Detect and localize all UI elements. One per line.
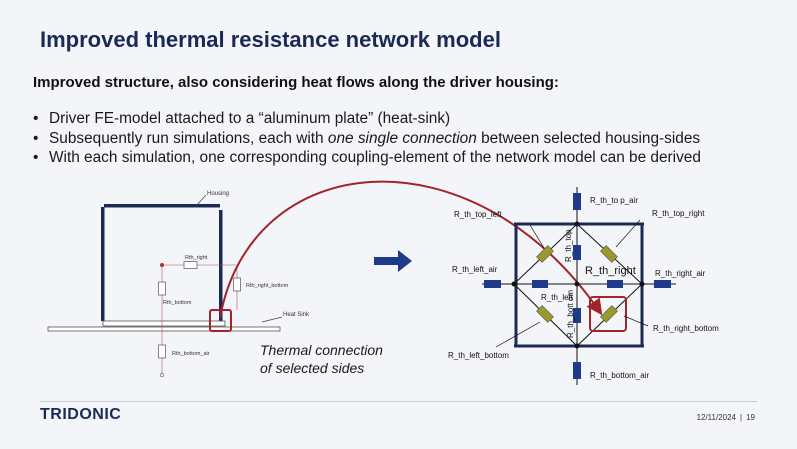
annotation-line-1: Thermal connection	[260, 342, 383, 358]
resistor-left-bottom	[536, 305, 554, 323]
bullet-list: Driver FE-model attached to a “aluminum …	[33, 109, 701, 168]
resistor-bottom-air	[573, 362, 581, 379]
heat-sink-leader	[261, 316, 283, 323]
label-right-air: R_th_right_air	[655, 269, 706, 278]
annotation-line-2: of selected sides	[260, 360, 364, 376]
label-right-bottom: R_th_right_bottom	[653, 324, 719, 333]
label-right: R_th_right	[585, 265, 636, 277]
slide-subtitle: Improved structure, also considering hea…	[33, 74, 559, 91]
resistor-right-air	[654, 280, 671, 288]
resistor-rth-right	[183, 261, 198, 269]
bullet-text-2-pre: Subsequently run simulations, each with	[49, 129, 328, 147]
label-bottom-vertical: R_th_bott om	[566, 290, 575, 338]
leader-left-bottom	[495, 321, 541, 348]
resistor-bottom-inner	[573, 308, 581, 323]
bullet-text-2-emphasis: one single connection	[327, 129, 477, 147]
node-top	[574, 221, 580, 227]
label-top-left: R_th_top_left	[454, 210, 502, 219]
node-ambient	[159, 372, 165, 378]
bullet-item-1: Driver FE-model attached to a “aluminum …	[33, 109, 701, 129]
label-bottom-air: R_th_bottom_air	[590, 371, 649, 380]
resistor-right-bottom	[600, 305, 618, 323]
label-rth-right-bottom: Rth_right_bottom	[246, 283, 289, 289]
left-fe-model-diagram: Housing Heat Sink Rth_right Rth_right_bo…	[47, 191, 310, 378]
housing-top-wall	[104, 204, 220, 208]
leader-top-right	[615, 219, 641, 248]
housing-leader	[195, 194, 207, 207]
slide-title: Improved thermal resistance network mode…	[40, 27, 501, 52]
resistor-top-right	[600, 245, 618, 263]
driver-base-plate	[102, 320, 226, 327]
resistor-left-air	[484, 280, 501, 288]
resistor-left-inner	[532, 280, 548, 288]
label-top-right: R_th_top_right	[652, 209, 705, 218]
bullet-text-1: Driver FE-model attached to a “aluminum …	[49, 110, 451, 127]
footer-date: 12/11/2024	[696, 413, 737, 422]
resistor-rth-bottom-air	[158, 344, 166, 359]
leader-top-left	[529, 224, 545, 249]
heat-sink-plate	[47, 326, 281, 332]
page-number: 19	[746, 413, 755, 422]
bullet-item-2: Subsequently run simulations, each with …	[33, 129, 701, 149]
node-bottom	[574, 343, 580, 349]
node-center	[574, 281, 580, 287]
bullet-text-2-post: between selected housing-sides	[476, 129, 701, 147]
label-housing: Housing	[207, 191, 229, 197]
label-left-air: R_th_left_air	[452, 265, 498, 274]
housing-right-wall	[219, 210, 223, 321]
label-rth-bottom-air: Rth_bottom_air	[172, 351, 210, 357]
label-top-vertical: R_th_top	[564, 229, 573, 262]
leader-right-bottom	[623, 315, 649, 327]
resistor-top-inner	[573, 245, 581, 260]
label-heat-sink: Heat Sink	[283, 312, 310, 318]
node-top	[160, 263, 164, 267]
resistor-rth-right-bottom	[233, 277, 241, 292]
tridonic-logo: TRIDONIC	[40, 406, 122, 423]
network-highlight-box	[589, 296, 627, 332]
label-rth-right: Rth_right	[185, 255, 208, 261]
selected-connection-highlight	[209, 309, 232, 332]
resistor-to-p-air	[573, 193, 581, 210]
footer-divider	[40, 401, 757, 402]
resistor-rth-bottom	[158, 281, 166, 296]
label-left-bottom: R_th_left_bottom	[448, 351, 509, 360]
block-arrow-right	[374, 250, 412, 272]
node-right	[639, 281, 645, 287]
resistor-right-inner	[607, 280, 623, 288]
bullet-text-3: With each simulation, one corresponding …	[49, 149, 701, 166]
footer-info: 12/11/2024|19	[697, 413, 755, 422]
node-left	[511, 281, 517, 287]
label-left: R_th_left	[541, 293, 574, 302]
label-to-p-air: R_th_to p_air	[590, 196, 638, 205]
resistor-top-left	[536, 245, 554, 263]
label-rth-bottom: Rth_bottom	[163, 300, 192, 306]
housing-left-wall	[101, 207, 105, 321]
mapping-curved-arrow	[219, 180, 603, 319]
bullet-item-3: With each simulation, one corresponding …	[33, 148, 701, 168]
thermal-network-diagram: R_th_to p_air R_th_top_left R_th_top_rig…	[448, 187, 719, 385]
footer-separator: |	[740, 413, 743, 422]
